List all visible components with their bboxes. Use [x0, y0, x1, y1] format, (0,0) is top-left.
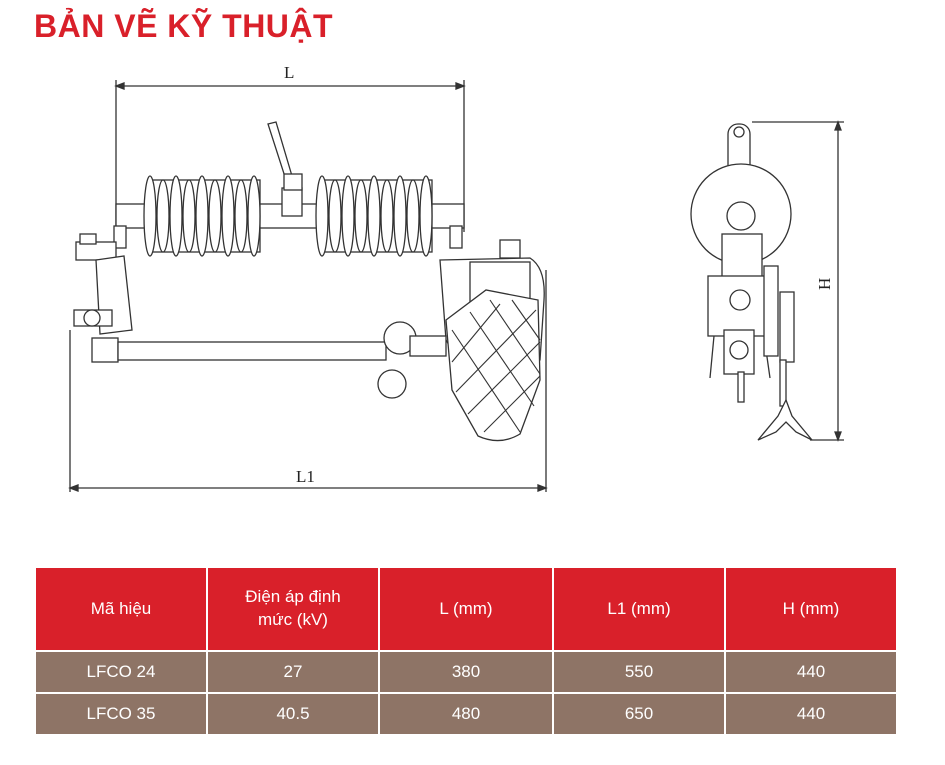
- header-l: L (mm): [380, 568, 552, 650]
- right-insulator: [315, 175, 433, 257]
- header-voltage: Điện áp định mức (kV): [208, 568, 378, 650]
- spec-table: Mã hiệu Điện áp định mức (kV) L (mm) L1 …: [34, 566, 898, 736]
- cell-model: LFCO 35: [36, 694, 206, 734]
- cell-l1: 650: [554, 694, 724, 734]
- cell-h: 440: [726, 652, 896, 692]
- header-model: Mã hiệu: [36, 568, 206, 650]
- dim-label-L: L: [284, 63, 294, 82]
- header-h: H (mm): [726, 568, 896, 650]
- cell-voltage: 27: [208, 652, 378, 692]
- header-l1: L1 (mm): [554, 568, 724, 650]
- cell-l: 480: [380, 694, 552, 734]
- table-header-row: Mã hiệu Điện áp định mức (kV) L (mm) L1 …: [36, 568, 896, 650]
- cutout-front-view: [690, 123, 813, 441]
- left-insulator: [143, 175, 261, 257]
- table-row: LFCO 24 27 380 550 440: [36, 652, 896, 692]
- table-row: LFCO 35 40.5 480 650 440: [36, 694, 896, 734]
- cell-voltage: 40.5: [208, 694, 378, 734]
- cage-hatch: [451, 299, 541, 433]
- cell-model: LFCO 24: [36, 652, 206, 692]
- dim-label-L1: L1: [296, 467, 315, 486]
- cell-h: 440: [726, 694, 896, 734]
- cell-l1: 550: [554, 652, 724, 692]
- dim-label-H: H: [815, 278, 834, 290]
- page-title: BẢN VẼ KỸ THUẬT: [34, 8, 334, 44]
- cutout-side-view: [73, 121, 545, 442]
- cell-l: 380: [380, 652, 552, 692]
- technical-drawing: L L1 H: [68, 63, 844, 492]
